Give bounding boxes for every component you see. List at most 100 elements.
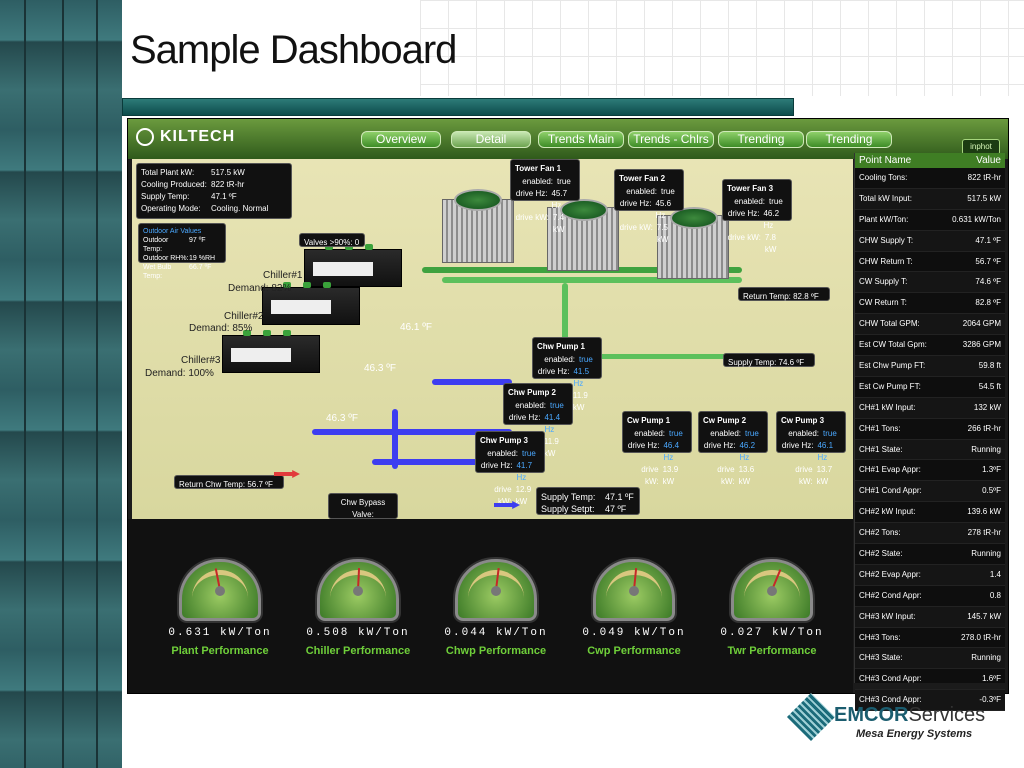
temp-label-3: 46.3 ºF: [326, 413, 359, 424]
outdoor-air-panel: Outdoor Air Values Outdoor Temp:97 ºF Ou…: [138, 223, 226, 280]
tower-fan-2-panel: Tower Fan 2 enabled:true drive Hz:45.6 H…: [614, 169, 684, 244]
emcor-subtitle: Mesa Energy Systems: [856, 728, 973, 740]
tab-trends-main[interactable]: Trends Main: [538, 131, 624, 148]
return-temp-box: Return Temp: 82.8 ºF: [738, 287, 830, 301]
point-name: CH#3 Tons:: [859, 632, 901, 642]
condenser-pipe-2: [442, 277, 742, 283]
kiltech-logo: KILTECH: [136, 128, 235, 146]
return-flow-arrow-icon: [274, 470, 300, 478]
table-row: CH#2 State:Running: [855, 544, 1005, 565]
table-row: Cooling Tons:822 tR-hr: [855, 168, 1005, 189]
twr-gauge-dial: [731, 559, 813, 621]
table-row: CH#1 Evap Appr: 1.3ºF: [855, 460, 1005, 482]
tower-fan-1-panel: Tower Fan 1 enabled:true drive Hz:45.7 H…: [510, 159, 580, 234]
chw-pump-1-panel: Chw Pump 1 enabled:true drive Hz:41.5 Hz…: [532, 337, 602, 412]
kiltech-logo-icon: [136, 128, 154, 146]
point-name: CHW Supply T:: [859, 235, 914, 245]
chwp-kw-ton: 0.044 kW/Ton: [444, 627, 548, 639]
point-name: CW Supply T:: [859, 277, 908, 287]
tab-detail[interactable]: Detail: [451, 131, 531, 148]
cwp-kw-ton: 0.049 kW/Ton: [582, 627, 686, 639]
table-row: CH#3 Tons: 278.0 tR-hr: [855, 628, 1005, 649]
chw-pump-3-panel: Chw Pump 3 enabled:true drive Hz:41.7 Hz…: [475, 431, 545, 506]
chiller-gauge-dial: [317, 559, 399, 621]
table-row: CH#1 State:Running: [855, 439, 1005, 461]
table-row: CHW Total GPM:2064 GPM: [855, 314, 1005, 336]
kiltech-logo-text: KILTECH: [160, 128, 236, 145]
point-name: Est CW Total Gpm:: [859, 340, 927, 350]
table-row: Est CW Total Gpm: 3286 GPM: [855, 335, 1005, 357]
supply-chw-pipe: [372, 459, 492, 465]
chiller-3-name: Chiller#3: [181, 355, 221, 366]
point-name: CH#2 Tons:: [859, 528, 901, 538]
point-value: Running: [971, 653, 1001, 663]
value-header: Value: [976, 155, 1001, 166]
chiller-performance-label: Chiller Performance: [305, 645, 411, 657]
table-row: CH#3 kW Input:145.7 kW: [855, 606, 1005, 628]
chiller-3-demand: Demand: 100%: [145, 368, 214, 379]
point-name: Cooling Tons:: [859, 173, 908, 182]
table-row: CW Return T:82.8 ºF: [855, 293, 1005, 315]
return-chw-pipe: [312, 429, 512, 435]
table-row: Plant kW/Ton:0.631 kW/Ton: [855, 210, 1005, 231]
chw-riser: [392, 409, 398, 469]
building-photo-sidebar: [0, 0, 122, 768]
point-name: CH#2 kW Input:: [859, 507, 916, 517]
tab-trending-2[interactable]: Trending: [806, 131, 892, 148]
point-name: CH#3 Cond Appr:: [859, 674, 922, 684]
point-name: Total kW Input:: [859, 193, 912, 203]
point-value: 1.6ºF: [982, 674, 1001, 684]
point-value: 517.5 kW: [967, 193, 1001, 203]
tower-fan-icon: [670, 207, 718, 229]
point-value: 59.8 ft: [978, 361, 1001, 371]
table-row: CH#3 Cond Appr:-0.3ºF: [855, 690, 1005, 712]
point-name: CH#1 kW Input:: [859, 402, 916, 412]
point-value: Running: [971, 549, 1001, 559]
gauge-chwp: 0.044 kW/Ton Chwp Performance: [438, 559, 554, 657]
emcor-logo: EMCORServices Mesa Energy Systems: [786, 692, 1010, 748]
point-value: 139.6 kW: [967, 507, 1001, 517]
gauge-chiller: 0.508 kW/Ton Chiller Performance: [300, 559, 416, 657]
table-row: CH#2 Cond Appr: 0.8: [855, 586, 1005, 607]
point-value: Running: [971, 444, 1001, 454]
plant-gauge-dial: [179, 559, 261, 621]
condenser-riser: [562, 283, 568, 353]
dashboard: KILTECH Overview Detail Trends Main Tren…: [127, 118, 1009, 712]
chiller-kw-ton: 0.508 kW/Ton: [306, 627, 410, 639]
emcor-logo-icon: [786, 692, 836, 742]
point-name: CH#2 Cond Appr:: [859, 590, 922, 600]
point-value: 1.3ºF: [982, 465, 1001, 475]
point-value: 278 tR-hr: [967, 528, 1001, 538]
table-row: CH#2 kW Input: 139.6 kW: [855, 502, 1005, 524]
tower-fan-3-panel: Tower Fan 3 enabled:true drive Hz:46.2 H…: [722, 179, 792, 254]
point-name: CH#3 kW Input:: [859, 611, 916, 621]
table-row: CH#1 kW Input:132 kW: [855, 397, 1005, 419]
table-row: CH#1 Cond Appr:0.5ºF: [855, 481, 1005, 503]
emcor-name: EMCORServices: [834, 704, 986, 726]
tab-trends-chlrs[interactable]: Trends - Chlrs: [628, 131, 714, 148]
table-row: Total kW Input: 517.5 kW: [855, 188, 1005, 210]
table-row: CH#2 Tons: 278 tR-hr: [855, 523, 1005, 545]
table-row: CH#3 Cond Appr: 1.6ºF: [855, 669, 1005, 691]
bypass-valve-box: Chw Bypass Valve:0 %: [328, 493, 398, 531]
title-divider-bar: [122, 98, 794, 116]
summary-panel: Total Plant kW:517.5 kW Cooling Produced…: [136, 163, 292, 219]
table-row: CHW Return T:56.7 ºF: [855, 252, 1005, 273]
point-name: CHW Total GPM:: [859, 319, 920, 329]
return-chw-temp-box: Return Chw Temp: 56.7 ºF: [174, 475, 284, 489]
plant-schematic: Total Plant kW:517.5 kW Cooling Produced…: [132, 159, 853, 531]
chiller-2: [262, 282, 360, 325]
point-value: 3286 GPM: [962, 340, 1001, 350]
supply-flow-arrow-icon: [494, 501, 520, 509]
point-value: 278.0 tR-hr: [960, 632, 1001, 642]
chw-pump-2-panel: Chw Pump 2 enabled:true drive Hz:41.4 Hz…: [503, 383, 573, 458]
tab-trending-1[interactable]: Trending: [718, 131, 804, 148]
point-value: 0.8: [989, 590, 1001, 600]
tab-overview[interactable]: Overview: [361, 131, 441, 148]
point-value: 74.6 ºF: [975, 277, 1001, 287]
chiller-3: [222, 330, 320, 373]
point-name: CH#1 Evap Appr:: [859, 465, 921, 475]
chwp-gauge-dial: [455, 559, 537, 621]
table-row: Est Chw Pump FT:59.8 ft: [855, 356, 1005, 377]
point-name: CH#2 Evap Appr:: [859, 569, 921, 579]
